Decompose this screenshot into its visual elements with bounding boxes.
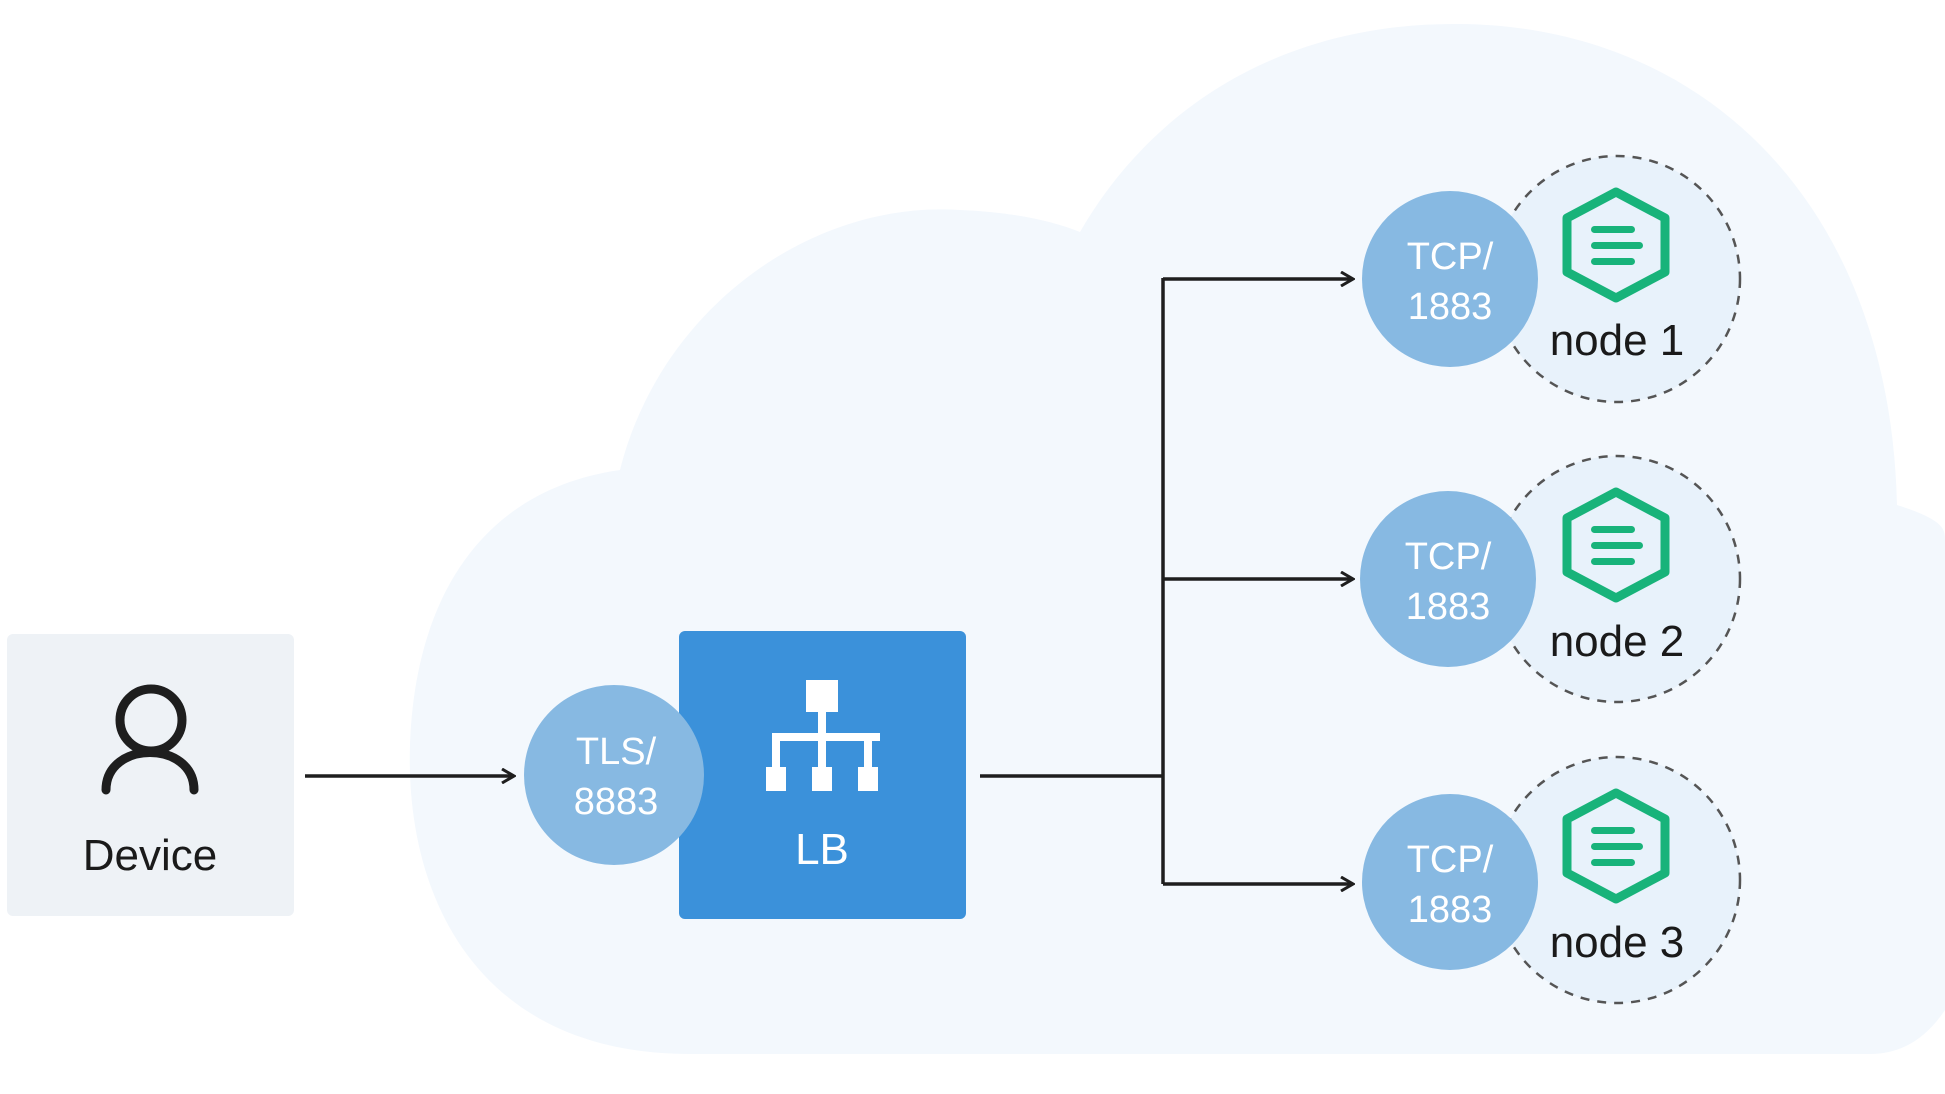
node-port-protocol: TCP/ [1407, 236, 1494, 278]
node-2[interactable]: node 2 TCP/ 1883 [1360, 454, 1742, 704]
emqx-hexagon-icon [1562, 788, 1670, 904]
emqx-hexagon-icon [1562, 487, 1670, 603]
node-port-protocol: TCP/ [1405, 536, 1492, 578]
node-port-number: 1883 [1408, 286, 1493, 328]
node-port-badge [1360, 491, 1536, 667]
node-label: node 2 [1550, 617, 1685, 666]
device-box[interactable]: Device [7, 634, 294, 916]
user-icon [101, 684, 199, 795]
node-port-badge [1362, 191, 1538, 367]
lb-label: LB [795, 825, 849, 874]
lb-port-badge: TLS/ 8883 [524, 685, 704, 865]
node-port-number: 1883 [1406, 586, 1491, 628]
node-label: node 3 [1550, 918, 1685, 967]
node-port-badge [1362, 794, 1538, 970]
network-hierarchy-icon [766, 680, 880, 791]
node-1[interactable]: node 1 TCP/ 1883 [1362, 154, 1742, 404]
load-balancer[interactable]: LB [679, 631, 966, 919]
device-label: Device [83, 831, 218, 880]
node-port-number: 1883 [1408, 889, 1493, 931]
node-port-protocol: TCP/ [1407, 839, 1494, 881]
lb-port-number: 8883 [574, 781, 659, 823]
node-3[interactable]: node 3 TCP/ 1883 [1362, 755, 1742, 1005]
lb-port-protocol: TLS/ [576, 731, 657, 773]
node-halo [1492, 755, 1742, 1005]
node-halo [1492, 454, 1742, 704]
node-label: node 1 [1550, 316, 1685, 365]
node-halo [1492, 154, 1742, 404]
lb-to-nodes-connector [980, 278, 1352, 884]
emqx-hexagon-icon [1562, 187, 1670, 303]
